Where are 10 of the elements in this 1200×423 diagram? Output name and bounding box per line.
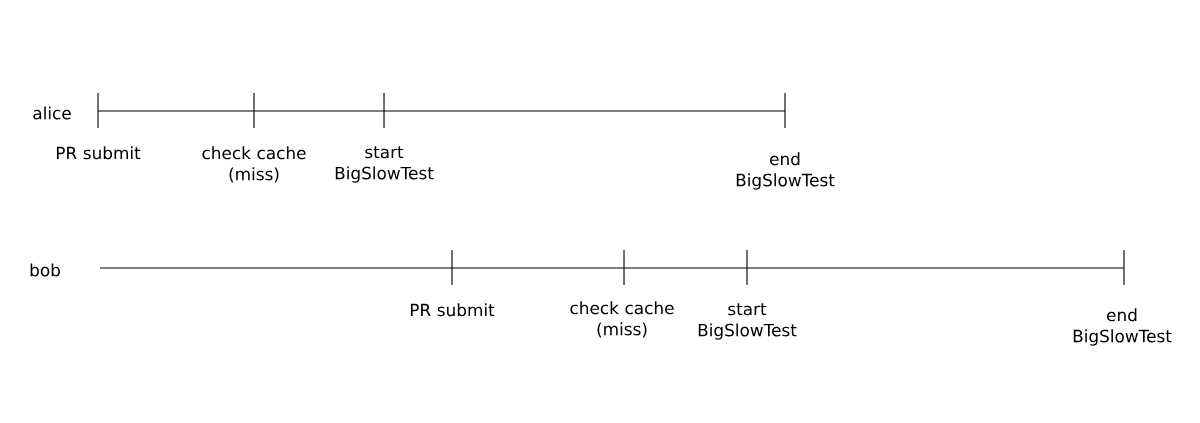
event-label: end BigSlowTest: [1073, 308, 1172, 346]
event-label: check cache (miss): [570, 301, 674, 338]
person-label: bob: [30, 263, 60, 277]
event-label: start BigSlowTest: [698, 303, 797, 340]
event-label: end BigSlowTest: [736, 152, 835, 190]
event-label: check cache (miss): [202, 146, 306, 183]
event-label: PR submit: [410, 303, 495, 317]
event-label: start BigSlowTest: [335, 146, 434, 183]
person-label: alice: [33, 106, 71, 120]
event-label: PR submit: [56, 146, 141, 160]
